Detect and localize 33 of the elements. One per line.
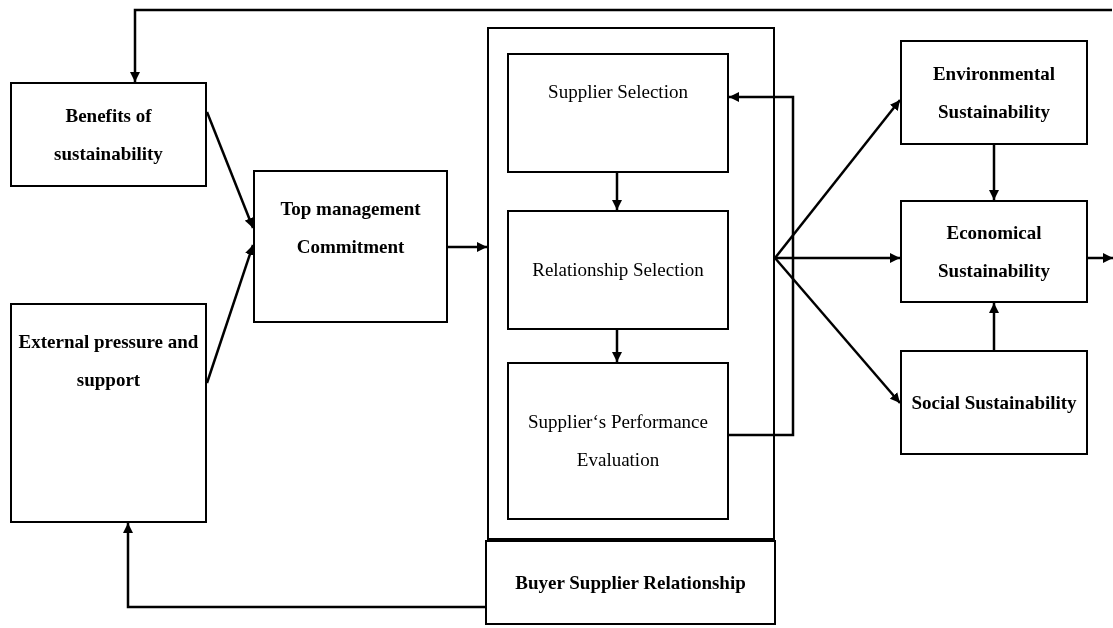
arrow xyxy=(130,8,1112,82)
process-box xyxy=(507,210,729,330)
arrow xyxy=(774,257,901,404)
arrow xyxy=(775,253,900,263)
arrow xyxy=(989,303,999,350)
arrow xyxy=(612,330,622,362)
process-box xyxy=(485,540,776,625)
arrow xyxy=(123,523,485,609)
arrow xyxy=(612,173,622,210)
arrow xyxy=(774,99,901,259)
box-text: Supplier Selection xyxy=(547,80,689,104)
process-box xyxy=(10,82,207,187)
process-box xyxy=(507,53,729,173)
box-text: Economical Sustainability xyxy=(937,220,1051,283)
box-text: Supplier‘s Performance Evaluation xyxy=(527,410,709,472)
process-box xyxy=(900,40,1088,145)
box-text: Relationship Selection xyxy=(531,258,705,282)
box-text: External pressure and support xyxy=(17,330,200,392)
box-text: Social Sustainability xyxy=(910,390,1078,415)
box-text: Environmental Sustainability xyxy=(931,61,1057,124)
arrow xyxy=(729,92,795,437)
process-box xyxy=(253,170,448,323)
process-box xyxy=(900,350,1088,455)
process-box xyxy=(900,200,1088,303)
arrow xyxy=(1088,253,1113,263)
frame-box xyxy=(487,27,775,540)
process-box xyxy=(507,362,729,520)
box-text: Top management Commitment xyxy=(279,197,422,259)
process-box xyxy=(10,303,207,523)
box-text: Benefits of sustainability xyxy=(53,103,164,166)
box-text: Buyer Supplier Relationship xyxy=(514,570,747,595)
arrow xyxy=(448,242,487,252)
arrow xyxy=(989,145,999,200)
